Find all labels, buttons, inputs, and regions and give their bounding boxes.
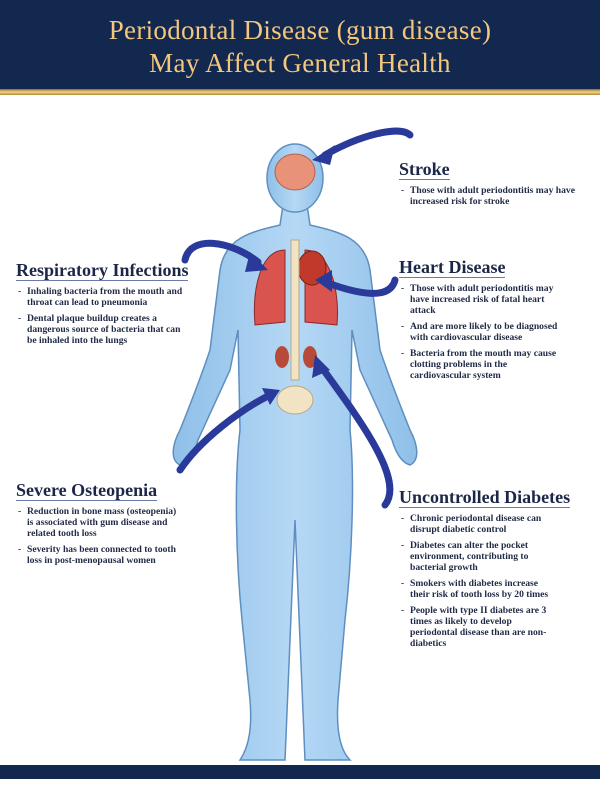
bullet: Smokers with diabetes increase their ris… [399,578,559,600]
osteopenia-arrow [176,391,274,474]
header-banner: Periodontal Disease (gum disease) May Af… [0,0,600,90]
respiratory-arrow [181,239,262,266]
diabetes-section: Uncontrolled Diabetes Chronic periodonta… [399,488,599,654]
arrows [176,127,414,509]
bullet: People with type II diabetes are 3 times… [399,605,559,649]
bullet: Chronic periodontal disease can disrupt … [399,513,559,535]
footer-bar [0,765,600,779]
title-line-2: May Affect General Health [149,48,451,78]
section-title: Severe Osteopenia [16,480,158,501]
bullet: Reduction in bone mass (osteopenia) is a… [16,506,181,539]
respiratory-section: Respiratory Infections Inhaling bacteria… [16,261,211,351]
arrowhead [245,252,268,272]
arrowhead [312,145,335,165]
heart-arrow [321,276,399,297]
arrowhead [262,388,280,405]
kidneys-icon [275,346,317,368]
arrowhead [315,270,332,292]
stroke-section: Stroke Those with adult periodontitis ma… [399,160,589,212]
bullet: And are more likely to be diagnosed with… [399,321,564,343]
brain-icon [274,153,316,191]
stroke-arrow [321,127,414,159]
section-title: Heart Disease [399,257,506,278]
bullet: Those with adult periodontitis may have … [399,185,589,207]
bullet: Those with adult periodontitis may have … [399,283,564,316]
section-title: Stroke [399,159,450,180]
gold-divider [0,89,600,95]
section-title: Uncontrolled Diabetes [399,487,571,508]
spine-icon [290,239,300,381]
arrowhead [312,355,330,378]
bullet: Bacteria from the mouth may cause clotti… [399,348,564,381]
section-title: Respiratory Infections [16,260,189,281]
diabetes-arrow [316,361,394,509]
bullet: Diabetes can alter the pocket environmen… [399,540,559,573]
title-line-1: Periodontal Disease (gum disease) [108,15,492,45]
osteopenia-section: Severe Osteopenia Reduction in bone mass… [16,481,186,571]
bullet: Dental plaque buildup creates a dangerou… [16,313,186,346]
heart-section: Heart Disease Those with adult periodont… [399,258,589,386]
pelvis-icon [276,385,314,415]
bullet: Inhaling bacteria from the mouth and thr… [16,286,186,308]
bullet: Severity has been connected to tooth los… [16,544,181,566]
